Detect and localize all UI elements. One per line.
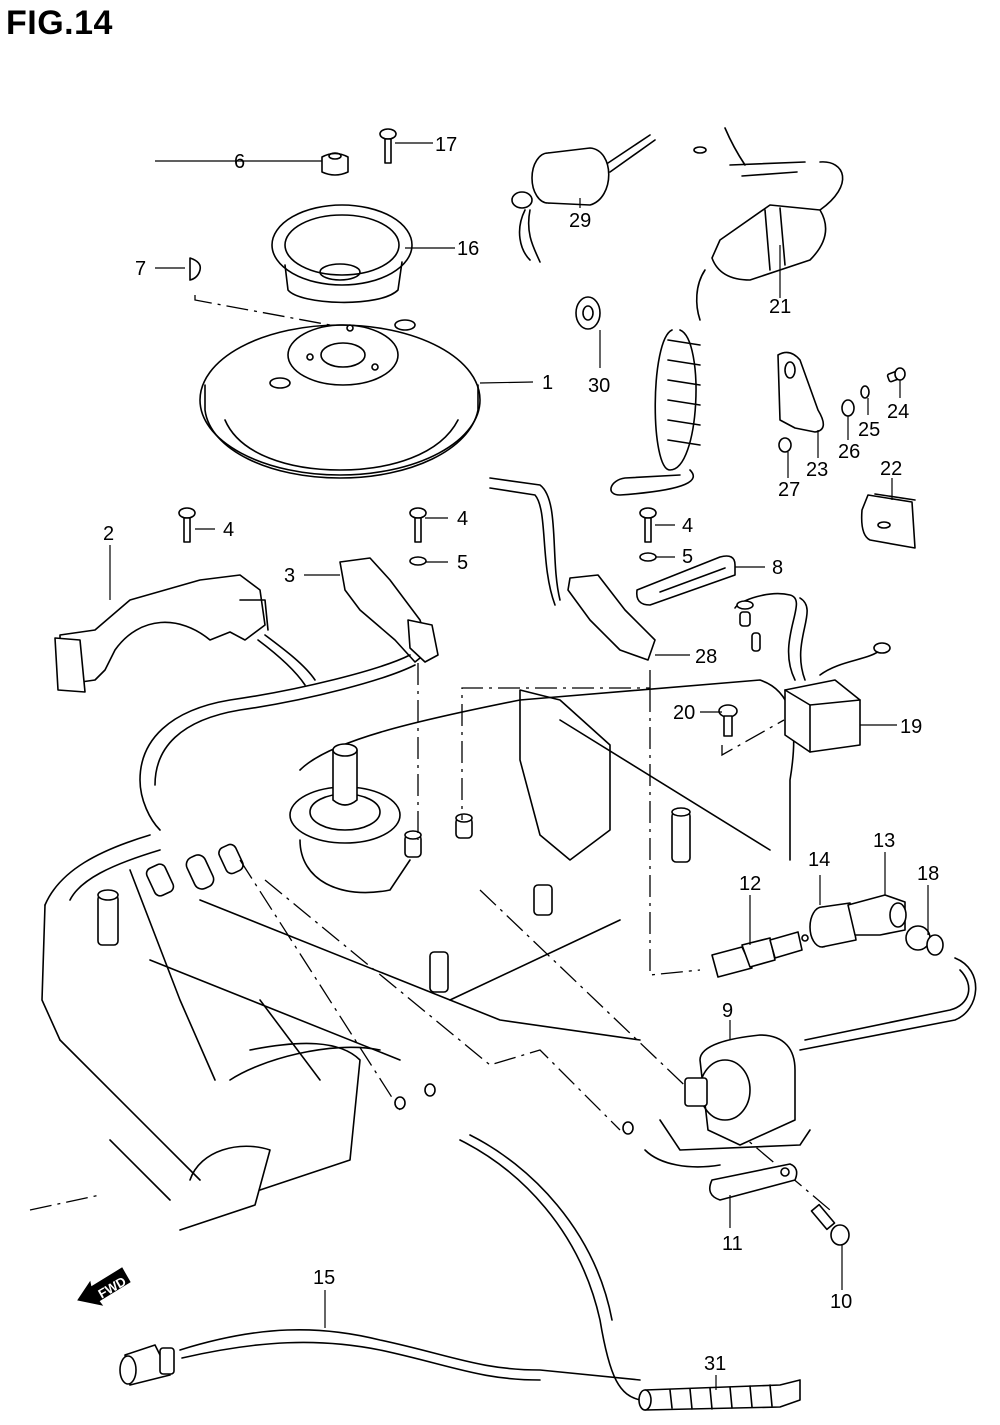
callout-8[interactable]: 8 bbox=[772, 557, 783, 579]
bracket-part[interactable] bbox=[777, 351, 825, 433]
callout-17[interactable]: 17 bbox=[435, 134, 457, 156]
callout-31[interactable]: 31 bbox=[704, 1353, 726, 1375]
screw-part[interactable] bbox=[379, 128, 397, 164]
plug-cap-part[interactable] bbox=[847, 894, 907, 936]
callout-21[interactable]: 21 bbox=[769, 296, 791, 318]
rubber-cushion-part[interactable] bbox=[860, 493, 916, 549]
stop-wire-part[interactable] bbox=[119, 1329, 641, 1386]
figure-title: FIG.14 bbox=[6, 4, 113, 42]
bolt-part[interactable] bbox=[886, 367, 906, 383]
plug-cap-cover-part[interactable] bbox=[809, 902, 857, 948]
harness-wires bbox=[394, 1083, 721, 1401]
spark-plug-part[interactable] bbox=[711, 931, 809, 978]
ignition-coil-part[interactable] bbox=[659, 1034, 811, 1151]
washer-part[interactable] bbox=[639, 552, 657, 562]
callout-2[interactable]: 2 bbox=[103, 523, 114, 545]
cdi-unit-part[interactable] bbox=[734, 592, 891, 753]
washer-part[interactable] bbox=[409, 556, 427, 566]
callout-4[interactable]: 4 bbox=[457, 508, 468, 530]
callout-5[interactable]: 5 bbox=[457, 552, 468, 574]
screw-part[interactable] bbox=[178, 507, 196, 543]
callout-24[interactable]: 24 bbox=[887, 401, 909, 423]
callout-19[interactable]: 19 bbox=[900, 716, 922, 738]
callout-20[interactable]: 20 bbox=[673, 702, 695, 724]
bolt-part[interactable] bbox=[718, 704, 738, 737]
callout-26[interactable]: 26 bbox=[838, 441, 860, 463]
leader-lines bbox=[109, 142, 929, 1390]
screw-part[interactable] bbox=[639, 507, 657, 543]
callout-12[interactable]: 12 bbox=[739, 873, 761, 895]
callout-7[interactable]: 7 bbox=[135, 258, 146, 280]
callout-27[interactable]: 27 bbox=[778, 479, 800, 501]
protector-tube-part[interactable] bbox=[638, 1379, 801, 1411]
callout-30[interactable]: 30 bbox=[588, 375, 610, 397]
callout-14[interactable]: 14 bbox=[808, 849, 830, 871]
washer-part[interactable] bbox=[841, 399, 855, 417]
flywheel-part[interactable] bbox=[199, 319, 481, 479]
cap-seal-part[interactable] bbox=[799, 925, 977, 1051]
stop-switch-part[interactable] bbox=[511, 134, 656, 263]
callout-labels: 1 2 3 4 4 4 5 5 6 7 8 9 10 11 12 13 14 1… bbox=[103, 134, 939, 1375]
callout-5[interactable]: 5 bbox=[682, 546, 693, 568]
callout-3[interactable]: 3 bbox=[284, 565, 295, 587]
callout-22[interactable]: 22 bbox=[880, 458, 902, 480]
callout-28[interactable]: 28 bbox=[695, 646, 717, 668]
callout-23[interactable]: 23 bbox=[806, 459, 828, 481]
key-part[interactable] bbox=[189, 257, 202, 281]
callout-10[interactable]: 10 bbox=[830, 1291, 852, 1313]
lock-washer-part[interactable] bbox=[860, 385, 870, 399]
callout-1[interactable]: 1 bbox=[542, 372, 553, 394]
forward-arrow-icon: FWD bbox=[77, 1267, 131, 1306]
callout-6[interactable]: 6 bbox=[234, 151, 245, 173]
clamp-part[interactable] bbox=[635, 555, 736, 606]
callout-13[interactable]: 13 bbox=[873, 830, 895, 852]
nut-part[interactable] bbox=[778, 437, 792, 453]
callout-29[interactable]: 29 bbox=[569, 210, 591, 232]
callout-15[interactable]: 15 bbox=[313, 1267, 335, 1289]
emergency-switch-part[interactable] bbox=[610, 127, 844, 496]
bolt-part[interactable] bbox=[810, 1203, 850, 1246]
callout-16[interactable]: 16 bbox=[457, 238, 479, 260]
callout-4[interactable]: 4 bbox=[682, 515, 693, 537]
ground-strap-part[interactable] bbox=[709, 1163, 798, 1201]
washer-part[interactable] bbox=[575, 296, 601, 330]
callout-25[interactable]: 25 bbox=[858, 419, 880, 441]
callout-18[interactable]: 18 bbox=[917, 863, 939, 885]
stator-base-part[interactable] bbox=[54, 574, 316, 693]
callout-4[interactable]: 4 bbox=[223, 519, 234, 541]
engine-body bbox=[41, 679, 795, 1231]
callout-9[interactable]: 9 bbox=[722, 1000, 733, 1022]
clamp-part[interactable] bbox=[489, 477, 656, 661]
callout-11[interactable]: 11 bbox=[722, 1233, 743, 1255]
assembly-lines bbox=[29, 295, 831, 1211]
pulser-coil-part[interactable] bbox=[139, 557, 439, 831]
screw-part[interactable] bbox=[409, 507, 427, 543]
starter-cup-part[interactable] bbox=[271, 204, 413, 304]
nut-part[interactable] bbox=[321, 152, 349, 176]
